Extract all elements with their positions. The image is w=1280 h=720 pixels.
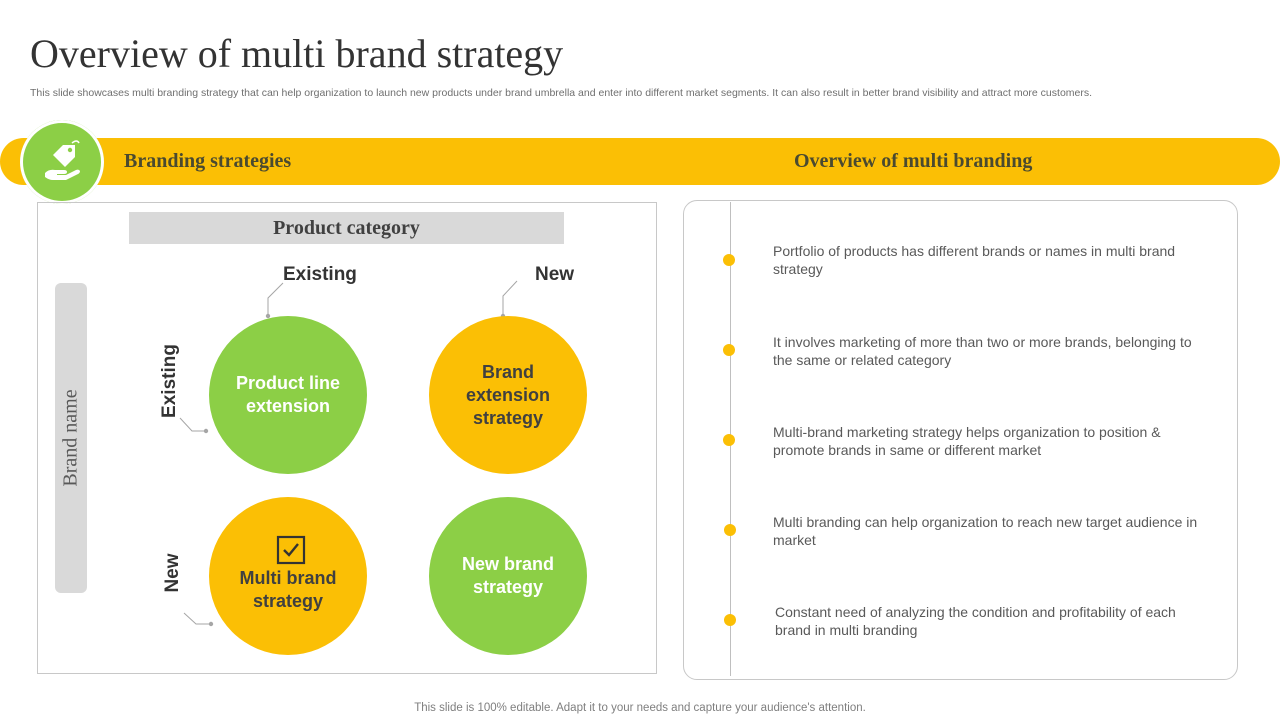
section-header-band bbox=[0, 138, 1280, 185]
overview-point: Portfolio of products has different bran… bbox=[773, 243, 1176, 277]
cell-label: New brand strategy bbox=[461, 554, 554, 597]
cell-new-brand-strategy: New brand strategy bbox=[429, 497, 587, 655]
cell-brand-extension-strategy: Brand extension strategy bbox=[429, 316, 587, 474]
page-subtitle: This slide showcases multi branding stra… bbox=[30, 87, 1093, 99]
row-label-new: New bbox=[162, 553, 183, 593]
timeline-dot bbox=[723, 254, 735, 266]
cell-label: Multi brand strategy bbox=[239, 568, 337, 611]
overview-point: Multi branding can help organization to … bbox=[773, 514, 1198, 548]
cell-label: Brand extension strategy bbox=[465, 361, 551, 428]
checkbox-icon bbox=[276, 535, 306, 565]
hand-price-tag-icon bbox=[45, 140, 80, 180]
cell-label: Product line extension bbox=[235, 373, 340, 416]
branding-icon-badge bbox=[20, 120, 104, 204]
timeline-dot bbox=[723, 434, 735, 446]
footer-note: This slide is 100% editable. Adapt it to… bbox=[414, 702, 866, 714]
timeline-dot bbox=[724, 524, 736, 536]
row-label-existing: Existing bbox=[159, 344, 180, 418]
column-label-new: New bbox=[535, 264, 575, 285]
page-title: Overview of multi brand strategy bbox=[30, 31, 564, 76]
overview-point: Multi-brand marketing strategy helps org… bbox=[773, 424, 1161, 458]
product-category-header: Product category bbox=[129, 212, 564, 244]
column-label-existing: Existing bbox=[283, 264, 357, 285]
brand-name-bar bbox=[55, 283, 87, 593]
branding-matrix-panel bbox=[37, 202, 657, 674]
cell-product-line-extension: Product line extension bbox=[209, 316, 367, 474]
overview-point: It involves marketing of more than two o… bbox=[773, 334, 1192, 368]
timeline-dot bbox=[724, 614, 736, 626]
timeline-dot bbox=[723, 344, 735, 356]
overview-point: Constant need of analyzing the condition… bbox=[775, 604, 1176, 638]
branding-strategies-heading: Branding strategies bbox=[124, 150, 292, 172]
overview-heading: Overview of multi branding bbox=[794, 150, 1033, 172]
cell-multi-brand-strategy: Multi brand strategy bbox=[209, 497, 367, 655]
overview-panel bbox=[683, 200, 1238, 680]
